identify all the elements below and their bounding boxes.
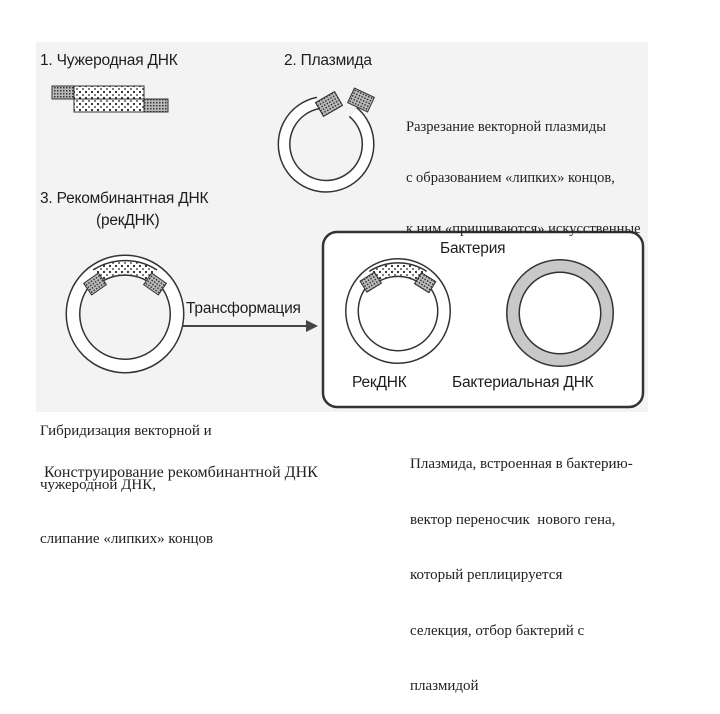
cut-note: Разрезание векторной плазмиды с образова…: [406, 85, 641, 255]
hybrid-note-line: слипание «липких» концов: [40, 531, 214, 547]
hybrid-note-line: Гибридизация векторной и: [40, 423, 212, 439]
plasmid-vector-line: который реплицируется: [410, 567, 563, 583]
bacterial-dna-label: Бактериальная ДНК: [452, 374, 594, 391]
plasmid-vector-line: плазмидой: [410, 678, 479, 694]
rec-dna-ring: [345, 258, 451, 364]
plasmid-vector-line: вектор переносчик нового гена,: [410, 511, 616, 528]
plasmid-label: 2. Плазмида: [284, 52, 372, 69]
cut-note-line: к ним «пришиваются» искусственные: [406, 221, 641, 237]
plasmid-vector-line: селекция, отбор бактерий с: [410, 622, 585, 639]
bacterium-label: Бактерия: [440, 240, 506, 257]
plasmid-vector-note: Плазмида, встроенная в бактерию- вектор …: [410, 418, 633, 714]
recombinant-abbr: (рекДНК): [96, 212, 160, 229]
transformation-label: Трансформация: [186, 300, 301, 317]
bacterial-dna-ring: [506, 259, 614, 367]
cut-note-line: с образованием «липких» концов,: [406, 170, 615, 186]
diagram-canvas: [51, 85, 645, 409]
recombinant-title: 3. Рекомбинантная ДНК: [40, 190, 209, 207]
recombinant-ring: [65, 254, 185, 374]
cut-note-line: Разрезание векторной плазмиды: [406, 119, 606, 135]
construct-note: Конструирование рекомбинантной ДНК: [44, 464, 318, 481]
foreign-dna-label: 1. Чужеродная ДНК: [40, 52, 178, 69]
plasmid-vector-line: Плазмида, встроенная в бактерию-: [410, 456, 633, 472]
transformation-arrow: [183, 320, 318, 332]
rec-dna-label: РекДНК: [352, 374, 407, 391]
cut-plasmid: [277, 87, 376, 193]
hybrid-note-line: чужеродной ДНК,: [40, 477, 156, 493]
foreign-dna-strip: [51, 85, 169, 113]
